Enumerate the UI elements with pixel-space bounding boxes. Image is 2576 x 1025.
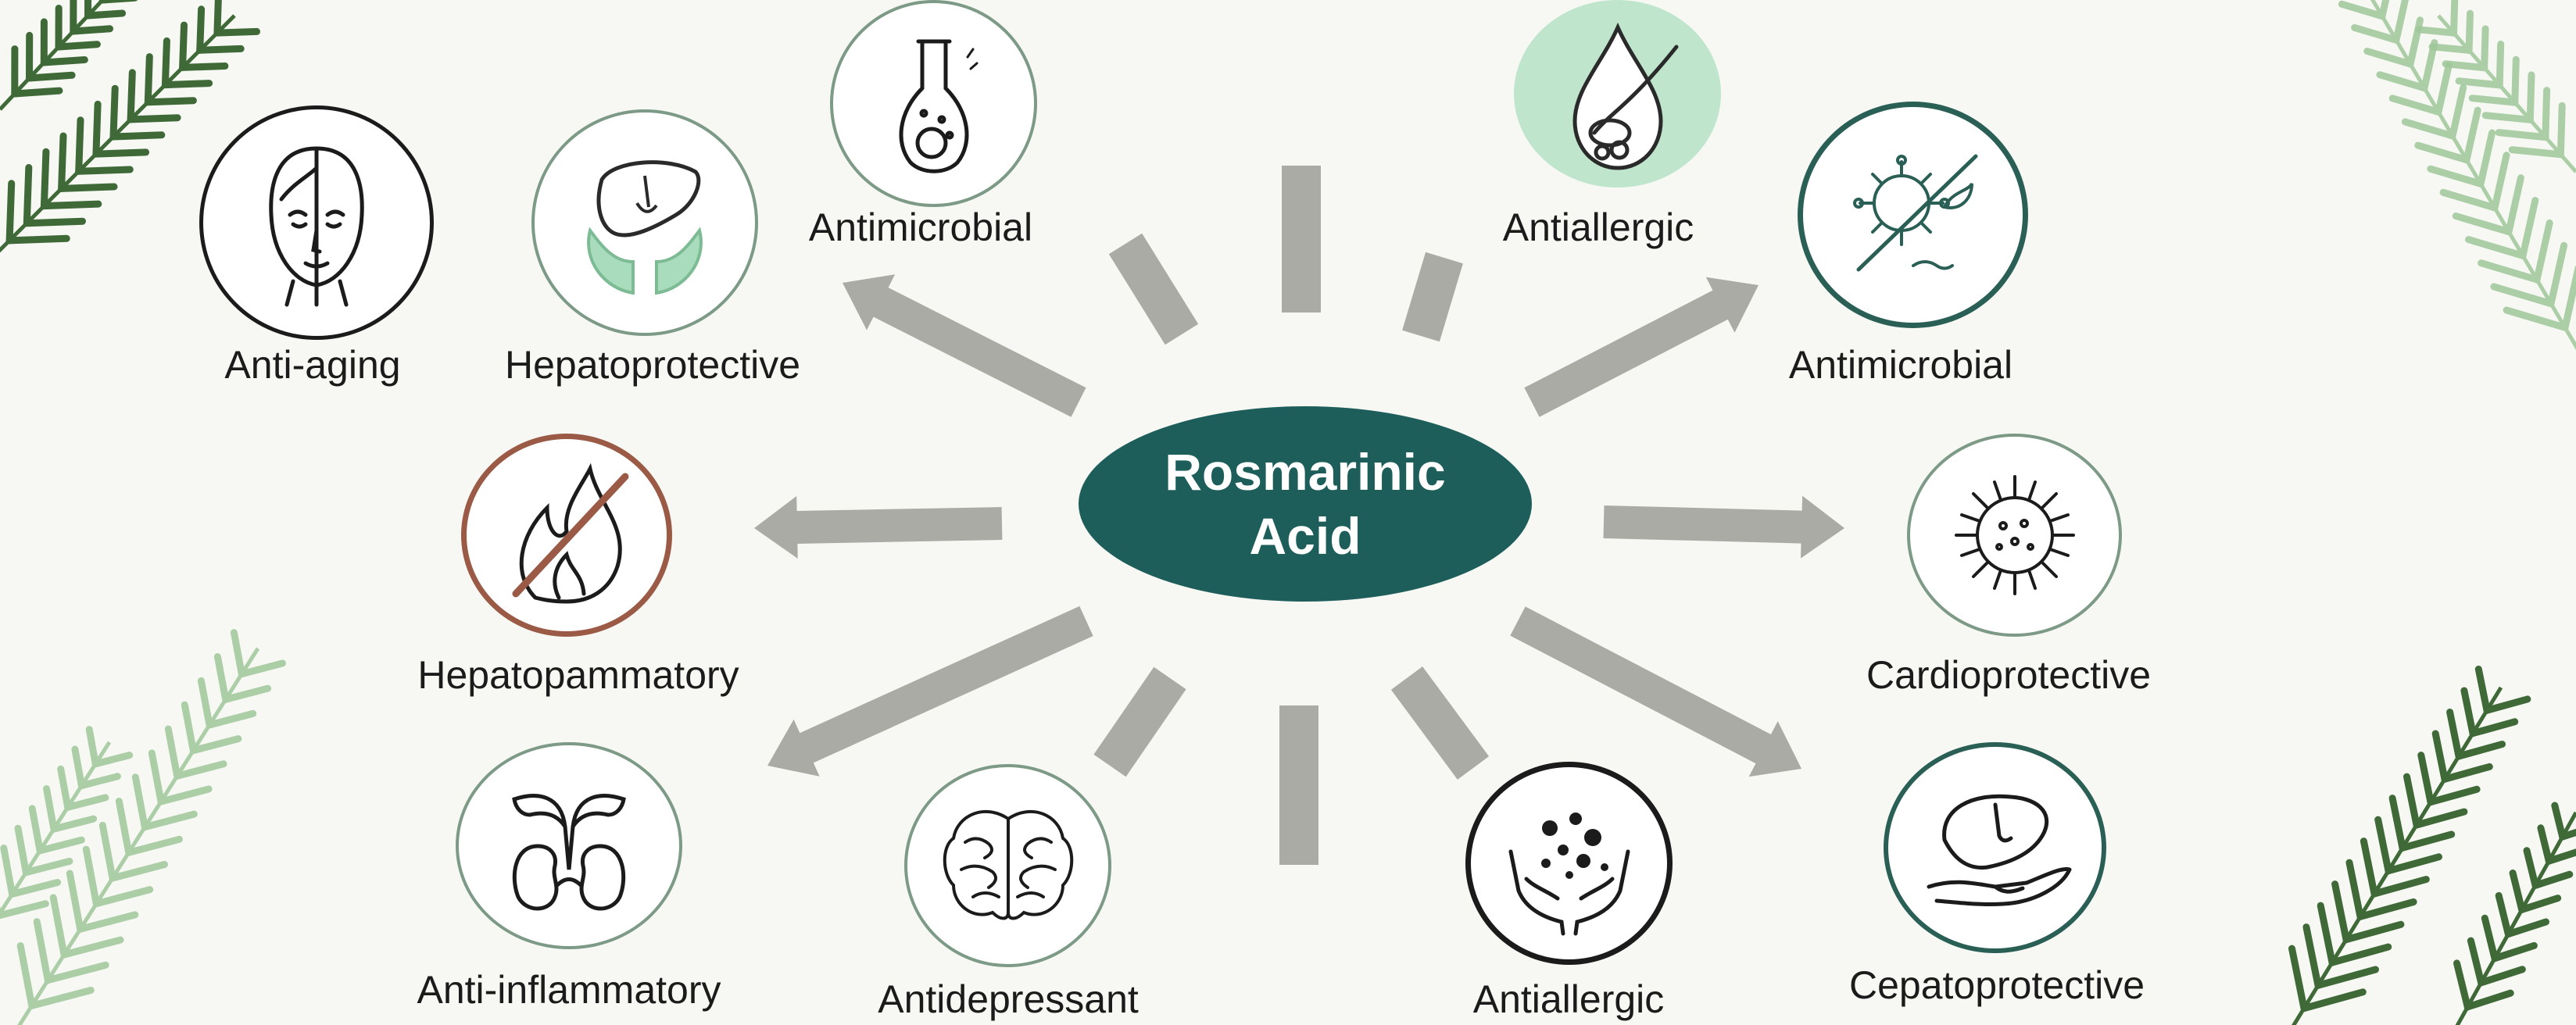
sprig-bottom-left-2 xyxy=(0,726,134,920)
arrow-to-antimicrobial-right xyxy=(1524,277,1758,417)
icon-circle xyxy=(1514,0,1721,188)
virus-icon xyxy=(1954,475,2075,595)
bar-bottom-right xyxy=(1390,666,1490,780)
sprig-top-right-2 xyxy=(2415,0,2576,173)
icon-circle xyxy=(1465,762,1673,965)
bar-top-right xyxy=(1402,252,1463,342)
arrow-to-hepatopammatory xyxy=(754,496,1003,559)
sprig-top-left xyxy=(0,0,260,253)
icon-circle xyxy=(531,109,758,336)
drop-spoon-icon xyxy=(1572,22,1678,170)
node-label: Hepatoprotective xyxy=(504,343,801,387)
sprig-bottom-right xyxy=(2288,666,2531,1025)
bar-top-left xyxy=(1108,233,1199,345)
icon-circle xyxy=(1907,434,2122,637)
node-label: Antimicrobial xyxy=(1788,343,2013,387)
icon-circle xyxy=(456,742,682,949)
kidneys-icon xyxy=(512,793,626,910)
arrow-to-cardioprotective xyxy=(1603,495,1844,559)
node-label: Hepatopammatory xyxy=(417,653,739,697)
node-label: Anti-aging xyxy=(224,343,401,387)
bar-bottom-left xyxy=(1093,666,1186,777)
liver-hands-icon xyxy=(587,160,703,295)
node-label: Antiallergic xyxy=(1502,205,1694,249)
node-label: Cardioprotective xyxy=(1866,653,2152,697)
icon-circle xyxy=(199,105,434,340)
icon-circle xyxy=(461,434,672,637)
icon-circle xyxy=(904,764,1111,967)
node-label: Anti-inflammatory xyxy=(417,968,721,1012)
pollen-hands-icon xyxy=(1508,812,1630,936)
brain-icon xyxy=(943,810,1073,920)
face-icon xyxy=(269,146,364,307)
sprig-bottom-right-2 xyxy=(2453,802,2576,1025)
node-label: Cepatoprotective xyxy=(1848,963,2145,1007)
node-label: Antidepressant xyxy=(878,977,1139,1021)
node-label: Antimicrobial xyxy=(808,205,1033,249)
liver-hand-icon xyxy=(1927,794,2071,907)
icon-circle xyxy=(1884,742,2106,953)
center-title: Rosmarinic Acid xyxy=(1165,443,1446,565)
no-flame-icon xyxy=(512,462,629,604)
arrow-to-hepatoprotective xyxy=(843,274,1086,417)
arrow-to-cepatoprotective xyxy=(1510,606,1801,777)
node-label: Antiallergic xyxy=(1472,977,1665,1021)
sprig-top-left-2 xyxy=(0,0,138,111)
arrow-to-anti-inflammatory xyxy=(767,605,1093,777)
bar-top-center xyxy=(1282,166,1321,312)
icon-circle xyxy=(830,0,1037,207)
bar-bottom-center xyxy=(1279,705,1318,865)
sprig-bottom-left xyxy=(16,629,286,1025)
icon-circle xyxy=(1798,102,2028,328)
center-node: Rosmarinic Acid xyxy=(1079,406,1532,602)
flask-icon xyxy=(899,39,978,173)
sprig-top-right xyxy=(2338,0,2576,351)
virus-blocked-icon xyxy=(1852,154,1977,272)
